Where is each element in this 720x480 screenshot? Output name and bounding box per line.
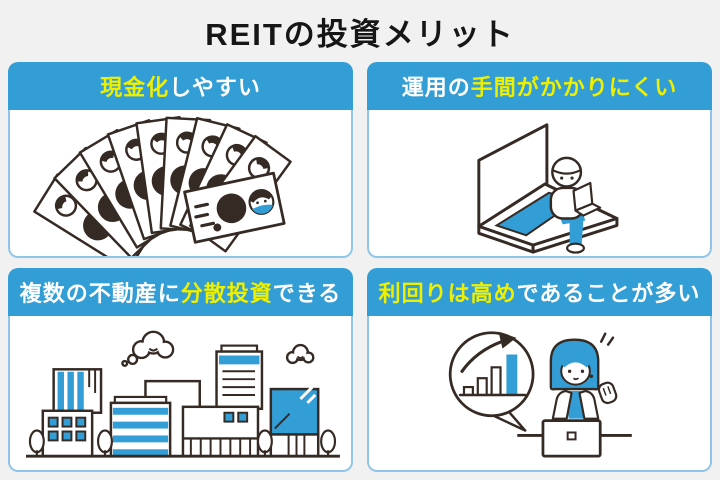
panel-grid: 現金化しやすい [0,62,720,472]
header-segment: 現金化 [100,75,170,100]
panel-diversified-investment-header: 複数の不動産に分散投資できる [8,268,353,316]
header-segment: できる [272,281,342,306]
panel-high-yield-header: 利回りは高めであることが多い [367,268,712,316]
header-segment: 運用の [401,75,471,100]
panel-low-management-effort-body [367,110,712,258]
panel-high-yield-body [367,316,712,472]
woman-rising-chart-icon [448,331,632,458]
bar-chart-glyph [458,331,527,397]
header-segment: であることが多い [516,281,701,306]
woman-figure [549,332,618,420]
city-buildings-icon [26,330,340,458]
page-title: REITの投資メリット [205,16,515,52]
person-on-laptop-icon [477,123,619,254]
header-segment: 分散投資 [180,281,273,306]
panel-easy-to-cash-body [8,110,353,258]
sitting-person [549,156,602,254]
panel-high-yield: 利回りは高めであることが多い [367,268,712,472]
panel-easy-to-cash: 現金化しやすい [8,62,353,258]
header-segment: 複数の不動産に [19,281,181,306]
banknotes-fan-icon [33,116,292,256]
panel-diversified-investment-body [8,316,353,472]
header-segment: 手間がかかりにくい [470,75,678,100]
header-segment: しやすい [169,75,261,100]
panel-low-management-effort: 運用の手間がかかりにくい [367,62,712,258]
panel-easy-to-cash-header: 現金化しやすい [8,62,353,110]
panel-diversified-investment: 複数の不動産に分散投資できる [8,268,353,472]
front-banknote [183,171,286,244]
header-segment: 利回りは高め [378,281,517,306]
panel-low-management-effort-header: 運用の手間がかかりにくい [367,62,712,110]
